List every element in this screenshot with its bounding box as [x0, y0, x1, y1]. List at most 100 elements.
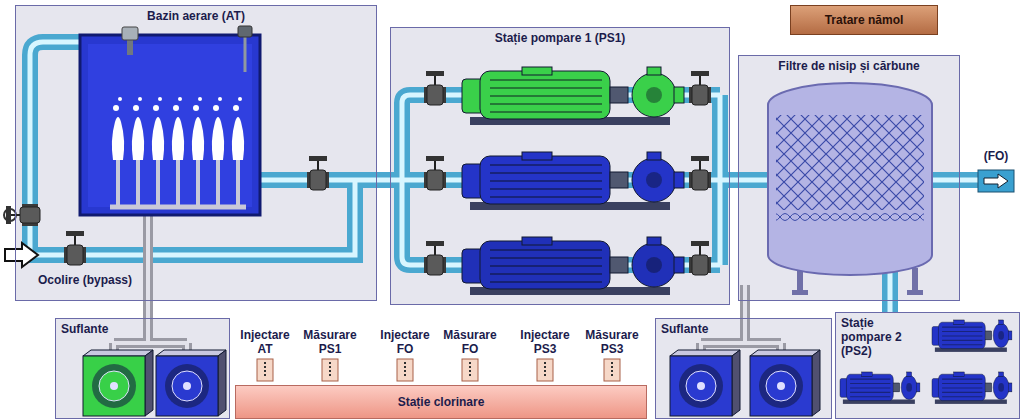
valve — [424, 241, 446, 275]
flow-arrow — [5, 243, 38, 267]
aeration-tank — [172, 97, 184, 207]
water-pipe — [22, 42, 978, 301]
tank-sensor — [122, 26, 252, 72]
chlorine-injector — [257, 359, 620, 381]
aeration-tank — [152, 97, 164, 207]
node-title: Stație pompare 1 (PS1) — [490, 28, 631, 48]
air-pipe — [114, 318, 187, 352]
water-pipe — [882, 301, 898, 312]
plant-label: Ocolire (bypass) — [20, 273, 150, 287]
chlorination-band: Stație clorinare — [235, 385, 647, 419]
pipe-highlight — [743, 301, 747, 318]
pump — [462, 152, 684, 210]
chlorine-injector — [322, 359, 338, 381]
panel-fill — [15, 5, 1020, 419]
pump — [932, 320, 1012, 352]
water-pipe — [22, 42, 978, 301]
pump — [462, 237, 684, 295]
valve — [424, 71, 446, 105]
water-pipe — [882, 272, 898, 301]
aeration-tank — [212, 97, 224, 207]
tank-sensor — [122, 27, 138, 40]
plant-label: Măsurare PS3 — [580, 328, 644, 356]
air-pipe — [740, 301, 750, 318]
panel-fill — [655, 318, 832, 419]
water-pipe — [718, 95, 723, 265]
pump — [840, 372, 920, 404]
tank-sensor — [244, 36, 247, 72]
water-pipe — [738, 178, 770, 183]
sand-carbon-filter — [768, 83, 932, 275]
blower-panel: Suflante — [55, 318, 230, 419]
water-pipe — [888, 272, 893, 301]
sand-carbon-filter — [768, 83, 932, 295]
aeration-tank — [80, 35, 260, 215]
sand-carbon-filter — [907, 290, 923, 295]
water-pipe — [22, 42, 978, 301]
plant-label: (FO) — [974, 149, 1018, 163]
pipe-highlight — [730, 178, 738, 183]
node-title: Bazin aerare (AT) — [142, 6, 250, 26]
water-pipe — [738, 172, 770, 188]
panel-fill — [390, 27, 730, 305]
valve — [689, 71, 711, 105]
air-pipe — [701, 318, 781, 352]
blower — [750, 350, 820, 416]
sand-carbon-filter — [776, 115, 924, 210]
aeration-tank — [112, 97, 124, 207]
node-title: Suflante — [656, 319, 713, 339]
valve — [307, 156, 329, 190]
air-pipe — [143, 207, 153, 301]
panel-fill — [835, 312, 1020, 419]
water-pipe — [930, 172, 978, 188]
air-pipe — [114, 318, 187, 352]
valve — [424, 156, 446, 190]
flow-arrow — [5, 170, 1014, 267]
aeration-tank-panel: Bazin aerare (AT) — [15, 5, 377, 301]
water-pipe — [930, 178, 978, 183]
valve — [689, 241, 711, 275]
aeration-tank — [192, 97, 204, 207]
sludge-box: Tratare nămol — [790, 5, 938, 35]
water-pipe — [730, 172, 738, 188]
chlorine-injector — [604, 359, 620, 381]
flow-arrow — [978, 170, 1014, 192]
tank-sensor — [238, 26, 252, 37]
panel-fill — [738, 55, 960, 301]
blower-panel: Suflante — [655, 318, 832, 419]
sand-carbon-filter — [792, 290, 808, 295]
air-pipe — [146, 207, 150, 301]
aeration-tank — [80, 35, 260, 215]
air-pipe — [143, 301, 153, 318]
chlorine-injector — [257, 359, 273, 381]
pump — [932, 372, 1012, 404]
chlorine-injector — [462, 359, 478, 381]
pipe-highlight — [888, 301, 893, 312]
air-pipe — [743, 285, 747, 301]
pump-station-panel: Stație pompare 2 (PS2) — [835, 312, 1020, 419]
node-title: Stație pompare 2 (PS2) — [836, 313, 926, 361]
aeration-tank — [132, 97, 144, 207]
plant-label: Injectare PS3 — [513, 328, 577, 356]
blower — [156, 350, 226, 416]
valve — [689, 156, 711, 190]
panel-fill — [55, 318, 230, 419]
tank-sensor — [127, 39, 133, 55]
flow-arrow — [984, 174, 1008, 188]
plant-label: Măsurare FO — [438, 328, 502, 356]
pump-station-panel: Stație pompare 1 (PS1) — [390, 27, 730, 305]
water-pipe — [377, 172, 390, 188]
blower — [670, 350, 740, 416]
pipe-highlight — [377, 178, 390, 183]
node-title: Suflante — [56, 319, 113, 339]
blower — [83, 350, 820, 416]
plant-label: Injectare FO — [373, 328, 437, 356]
chlorine-injector — [537, 359, 553, 381]
panel-fill — [15, 5, 377, 301]
air-pipe — [740, 285, 750, 301]
plant-label: Injectare AT — [233, 328, 297, 356]
blower — [83, 350, 153, 416]
aeration-tank — [88, 44, 252, 207]
pipe-highlight — [146, 301, 150, 318]
